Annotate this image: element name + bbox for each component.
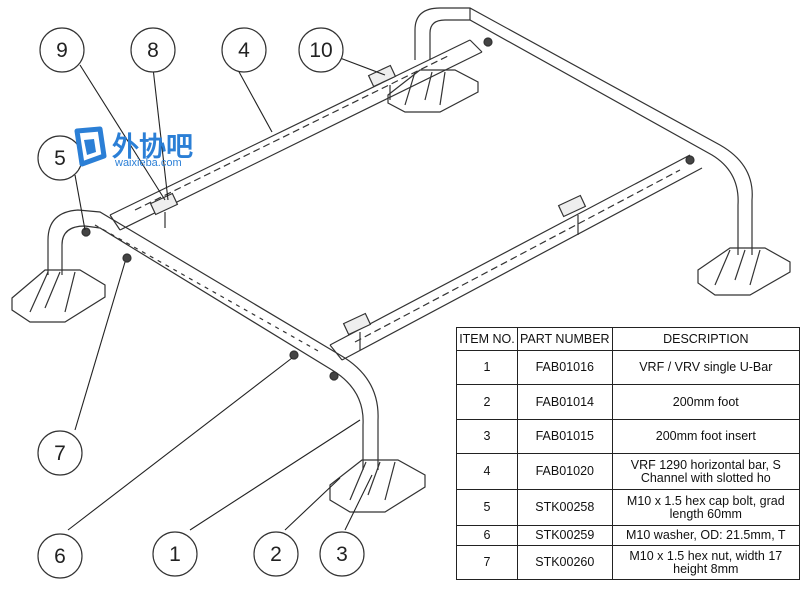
clamp-right — [342, 194, 587, 350]
watermark-logo: 外协吧 waixieba.com — [70, 124, 220, 174]
bom-part: FAB01020 — [516, 453, 613, 490]
bom-item: 7 — [456, 545, 518, 580]
foot-back-right — [697, 247, 791, 296]
bom-item: 5 — [456, 489, 518, 526]
callout-label-2: 2 — [270, 543, 282, 566]
bom-desc: M10 x 1.5 hex nut, width 17 height 8mm — [611, 545, 800, 580]
bom-item: 6 — [456, 525, 518, 546]
foot-front-left — [11, 269, 106, 323]
bom-part: FAB01014 — [516, 384, 613, 420]
watermark-url: waixieba.com — [115, 157, 182, 169]
bom-header-item: ITEM NO. — [456, 327, 518, 351]
table-row: 4 FAB01020 VRF 1290 horizontal bar, S Ch… — [456, 453, 800, 490]
bom-part: FAB01015 — [516, 419, 613, 454]
bom-item: 1 — [456, 350, 518, 385]
bom-part: STK00259 — [516, 525, 613, 546]
bill-of-materials-table: ITEM NO. PART NUMBER DESCRIPTION 1 FAB01… — [456, 327, 800, 580]
bom-desc: 200mm foot insert — [611, 419, 800, 454]
bom-item: 2 — [456, 384, 518, 420]
callout-label-6: 6 — [54, 545, 66, 568]
callout-label-7: 7 — [54, 442, 66, 465]
bom-part: STK00260 — [516, 545, 613, 580]
callout-circle-9 — [39, 27, 85, 73]
channel-left — [109, 39, 483, 231]
table-row: 5 STK00258 M10 x 1.5 hex cap bolt, grad … — [456, 489, 800, 526]
callout-circle-6 — [37, 533, 83, 579]
callout-label-3: 3 — [336, 543, 348, 566]
bom-part: FAB01016 — [516, 350, 613, 385]
bom-part: STK00258 — [516, 489, 613, 526]
callout-circle-7 — [37, 430, 83, 476]
callout-circle-1 — [152, 531, 198, 577]
callout-label-5: 5 — [54, 147, 66, 170]
channel-right — [329, 154, 703, 361]
foot-back-left — [387, 69, 479, 113]
bom-desc: M10 washer, OD: 21.5mm, T — [611, 525, 800, 546]
bom-desc: M10 x 1.5 hex cap bolt, grad length 60mm — [611, 489, 800, 526]
bom-desc: VRF 1290 horizontal bar, S Channel with … — [611, 453, 800, 490]
bom-header-desc: DESCRIPTION — [611, 327, 800, 351]
callout-label-9: 9 — [56, 39, 68, 62]
callout-circle-8 — [130, 27, 176, 73]
callout-circle-10 — [298, 27, 344, 73]
bom-item: 3 — [456, 419, 518, 454]
bom-item: 4 — [456, 453, 518, 490]
clamp-left — [149, 64, 397, 228]
table-row: 1 FAB01016 VRF / VRV single U-Bar — [456, 350, 800, 385]
callout-circle-3 — [319, 531, 365, 577]
bom-desc: VRF / VRV single U-Bar — [611, 350, 800, 385]
callout-label-8: 8 — [147, 39, 159, 62]
callout-circle-4 — [221, 27, 267, 73]
foot-front-right — [329, 459, 426, 513]
callout-label-4: 4 — [238, 39, 250, 62]
callout-label-10: 10 — [309, 39, 332, 62]
table-row: 6 STK00259 M10 washer, OD: 21.5mm, T — [456, 525, 800, 546]
watermark-icon — [74, 126, 107, 167]
table-row: 3 FAB01015 200mm foot insert — [456, 419, 800, 454]
front-u-bar — [47, 209, 379, 470]
table-row: 2 FAB01014 200mm foot — [456, 384, 800, 420]
callout-label-1: 1 — [169, 543, 181, 566]
bom-header-part: PART NUMBER — [516, 327, 613, 351]
callout-circle-2 — [253, 531, 299, 577]
table-row: 7 STK00260 M10 x 1.5 hex nut, width 17 h… — [456, 545, 800, 580]
back-u-bar — [414, 7, 753, 255]
bom-desc: 200mm foot — [611, 384, 800, 420]
watermark-text: 外协吧 — [112, 132, 193, 163]
bom-header-row: ITEM NO. PART NUMBER DESCRIPTION — [456, 327, 800, 351]
